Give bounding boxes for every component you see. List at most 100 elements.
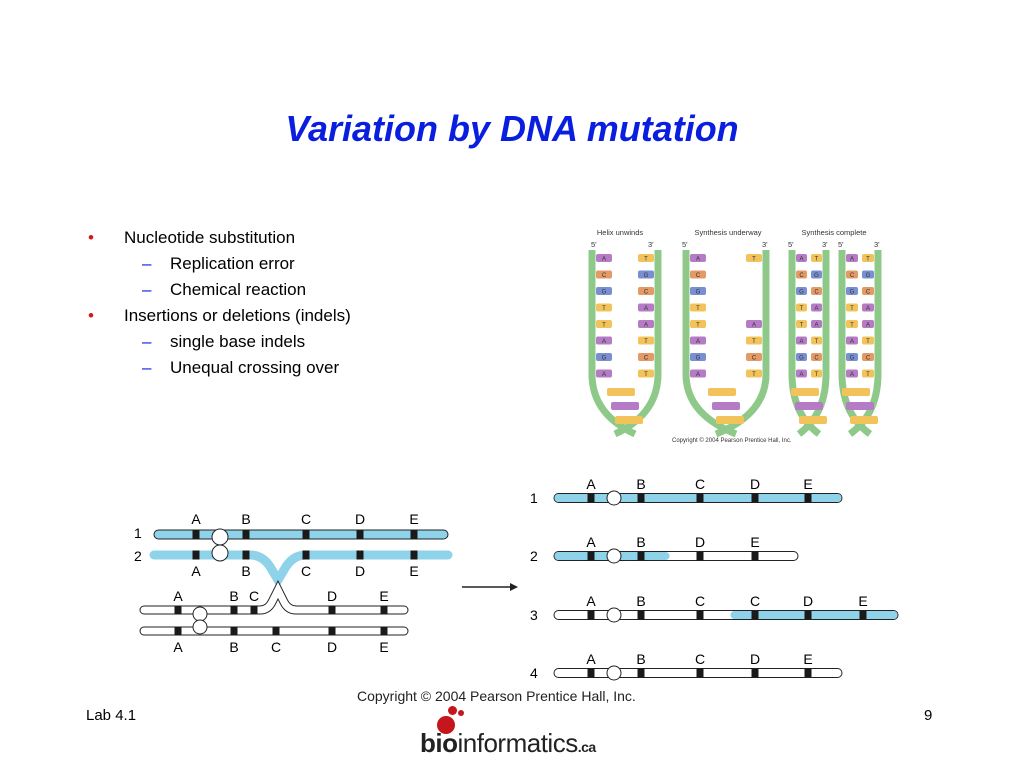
sub-bullet-marker: –	[142, 358, 152, 377]
base-pair-right	[862, 353, 874, 361]
base-pair-left	[846, 336, 858, 345]
row-number: 4	[530, 665, 538, 681]
strand-end-label: 3'	[648, 240, 654, 249]
gene-marker	[356, 530, 364, 539]
gene-label: A	[173, 588, 183, 604]
gene-label: D	[327, 588, 337, 604]
base-pair-left	[796, 369, 807, 378]
base-pair-right	[746, 353, 762, 361]
base-pair-right	[862, 320, 874, 328]
logo-suffix: .ca	[577, 739, 596, 755]
base-pair-right	[638, 336, 654, 345]
base-pair-right	[862, 303, 874, 312]
gene-marker	[751, 610, 759, 620]
helix-base-pair	[708, 388, 736, 396]
figure-copyright: Copyright © 2004 Pearson Prentice Hall, …	[672, 437, 792, 444]
gene-label: D	[355, 563, 365, 579]
gene-label: E	[379, 588, 388, 604]
arrow-icon	[462, 583, 518, 591]
base-letter: C	[752, 356, 757, 362]
helix-base-pair	[607, 388, 635, 396]
base-letter: A	[602, 257, 606, 263]
base-pair-left	[846, 303, 858, 312]
gene-marker	[696, 668, 704, 678]
gene-label: D	[695, 534, 705, 550]
gene-marker	[637, 493, 645, 503]
gene-label: B	[229, 588, 238, 604]
dna-backbone	[613, 250, 662, 438]
base-letter: A	[814, 323, 818, 329]
base-letter: A	[644, 306, 648, 312]
base-letter: A	[696, 372, 700, 378]
centromere	[192, 619, 208, 635]
helix-base-pair	[795, 402, 823, 410]
base-letter: G	[866, 273, 871, 279]
gene-marker	[637, 610, 645, 620]
base-pair-left	[796, 303, 807, 312]
base-letter: T	[850, 323, 854, 329]
bullet-marker: •	[88, 306, 94, 325]
base-letter: G	[814, 273, 819, 279]
base-pair-left	[690, 320, 706, 328]
row-number: 2	[134, 548, 142, 564]
bullet-item: •Insertions or deletions (indels)	[86, 303, 351, 329]
gene-label: D	[355, 511, 365, 527]
base-letter: A	[696, 339, 700, 345]
gene-marker	[230, 626, 238, 636]
gene-marker	[751, 668, 759, 678]
helix-base-pair	[716, 416, 744, 424]
helix-base-pair	[791, 388, 819, 396]
base-letter: G	[602, 356, 607, 362]
base-letter: C	[850, 273, 855, 279]
gene-marker	[230, 605, 238, 615]
gene-label: C	[301, 511, 311, 527]
base-pair-left	[796, 254, 807, 262]
base-pair-right	[862, 287, 874, 295]
gene-marker	[242, 550, 250, 560]
base-letter: G	[799, 356, 804, 362]
strand-end-label: 3'	[822, 240, 828, 249]
helix-base-pair	[615, 416, 643, 424]
base-letter: C	[644, 290, 649, 296]
row-number: 1	[134, 525, 142, 541]
gene-label: A	[191, 511, 201, 527]
base-letter: C	[644, 356, 649, 362]
centromere	[606, 607, 622, 623]
gene-marker	[356, 550, 364, 560]
gene-marker	[696, 551, 704, 561]
base-letter: C	[602, 273, 607, 279]
gene-label: B	[241, 511, 250, 527]
gene-label: B	[636, 476, 645, 492]
centromere	[606, 665, 622, 681]
base-letter: A	[799, 257, 803, 263]
gene-label: B	[241, 563, 250, 579]
row-number: 2	[530, 548, 538, 564]
gene-marker	[174, 605, 182, 615]
sub-bullet-text: Replication error	[170, 254, 295, 273]
base-letter: A	[850, 257, 854, 263]
base-letter: A	[850, 372, 854, 378]
crossover-copyright: Copyright © 2004 Pearson Prentice Hall, …	[357, 688, 636, 704]
blue-segment	[730, 611, 898, 619]
gene-label: B	[229, 639, 238, 655]
bullet-marker: •	[88, 228, 94, 247]
gene-marker	[859, 610, 867, 620]
base-letter: T	[644, 372, 648, 378]
base-pair-left	[846, 353, 858, 361]
base-letter: A	[799, 372, 803, 378]
gene-label: C	[695, 651, 705, 667]
logo-dot	[458, 710, 464, 716]
helix-base-pair	[712, 402, 740, 410]
gene-marker	[696, 493, 704, 503]
helix-base-pair	[842, 388, 870, 396]
base-pair-right	[638, 270, 654, 279]
base-letter: C	[814, 356, 819, 362]
base-pair-left	[596, 320, 612, 328]
strand-end-label: 5'	[682, 240, 688, 249]
base-pair-left	[796, 270, 807, 279]
base-letter: A	[602, 372, 606, 378]
base-pair-left	[596, 303, 612, 312]
base-pair-left	[846, 369, 858, 378]
